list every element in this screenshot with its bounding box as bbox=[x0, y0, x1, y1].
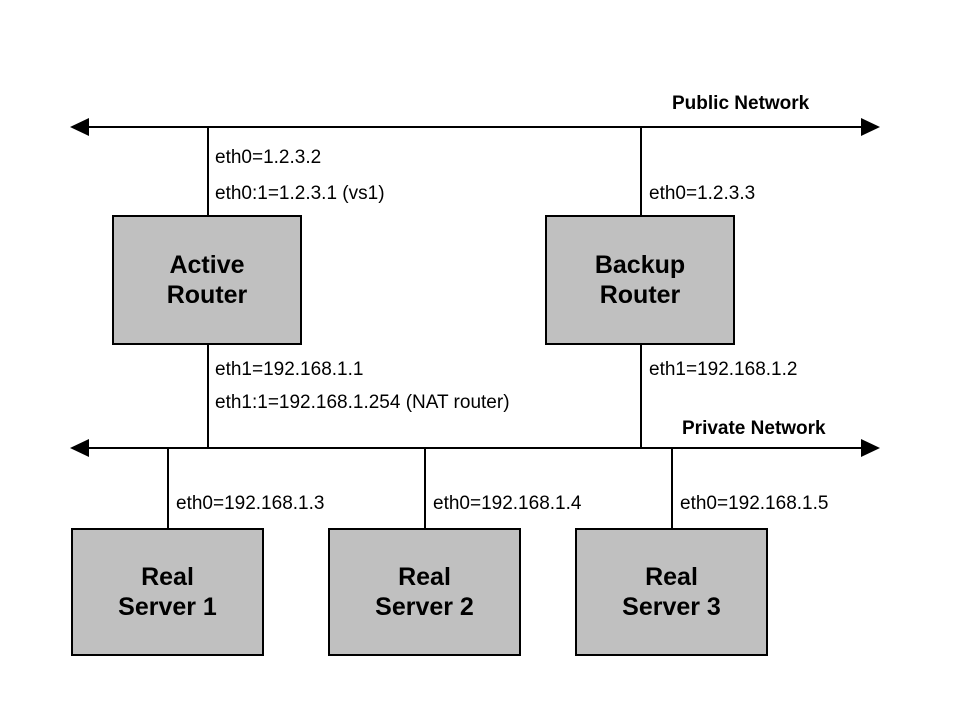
link-backup-router-to-private bbox=[640, 345, 642, 448]
private-network-bus bbox=[88, 447, 861, 449]
node-backup-router[interactable]: Backup Router bbox=[545, 215, 735, 345]
private-network-right-arrow-icon bbox=[861, 439, 880, 457]
link-public-to-active-router bbox=[207, 126, 209, 215]
public-network-bus bbox=[88, 126, 861, 128]
public-network-label: Public Network bbox=[672, 93, 810, 114]
node-backup-router-line2: Router bbox=[599, 281, 681, 309]
public-network-right-arrow-icon bbox=[861, 118, 880, 136]
link-private-to-real-server-2 bbox=[424, 447, 426, 528]
link-active-router-to-private bbox=[207, 345, 209, 448]
node-real-server-3[interactable]: Real Server 3 bbox=[575, 528, 768, 656]
label-active-private-primary: eth1=192.168.1.1 bbox=[215, 359, 364, 380]
node-real-server-1-line1: Real bbox=[141, 562, 194, 591]
node-real-server-1[interactable]: Real Server 1 bbox=[71, 528, 264, 656]
node-real-server-2-line2: Server 2 bbox=[375, 593, 474, 621]
node-real-server-2[interactable]: Real Server 2 bbox=[328, 528, 521, 656]
private-network-left-arrow-icon bbox=[70, 439, 89, 457]
label-backup-public-primary: eth0=1.2.3.3 bbox=[649, 183, 756, 204]
node-real-server-3-line2: Server 3 bbox=[622, 593, 721, 621]
node-active-router[interactable]: Active Router bbox=[112, 215, 302, 345]
link-private-to-real-server-3 bbox=[671, 447, 673, 528]
public-network-left-arrow-icon bbox=[70, 118, 89, 136]
node-active-router-line2: Router bbox=[166, 281, 248, 309]
node-real-server-2-line1: Real bbox=[398, 562, 451, 591]
node-real-server-1-line2: Server 1 bbox=[118, 593, 217, 621]
label-server1-private: eth0=192.168.1.3 bbox=[176, 493, 325, 514]
label-server2-private: eth0=192.168.1.4 bbox=[433, 493, 582, 514]
node-active-router-line1: Active bbox=[169, 250, 245, 279]
link-private-to-real-server-1 bbox=[167, 447, 169, 528]
label-backup-private-primary: eth1=192.168.1.2 bbox=[649, 359, 798, 380]
node-real-server-3-line1: Real bbox=[645, 562, 698, 591]
label-active-private-virtual: eth1:1=192.168.1.254 (NAT router) bbox=[215, 392, 510, 413]
node-backup-router-line1: Backup bbox=[594, 250, 686, 279]
label-active-public-primary: eth0=1.2.3.2 bbox=[215, 147, 322, 168]
label-active-public-virtual: eth0:1=1.2.3.1 (vs1) bbox=[215, 183, 385, 204]
private-network-label: Private Network bbox=[682, 418, 826, 439]
label-server3-private: eth0=192.168.1.5 bbox=[680, 493, 829, 514]
link-public-to-backup-router bbox=[640, 126, 642, 215]
